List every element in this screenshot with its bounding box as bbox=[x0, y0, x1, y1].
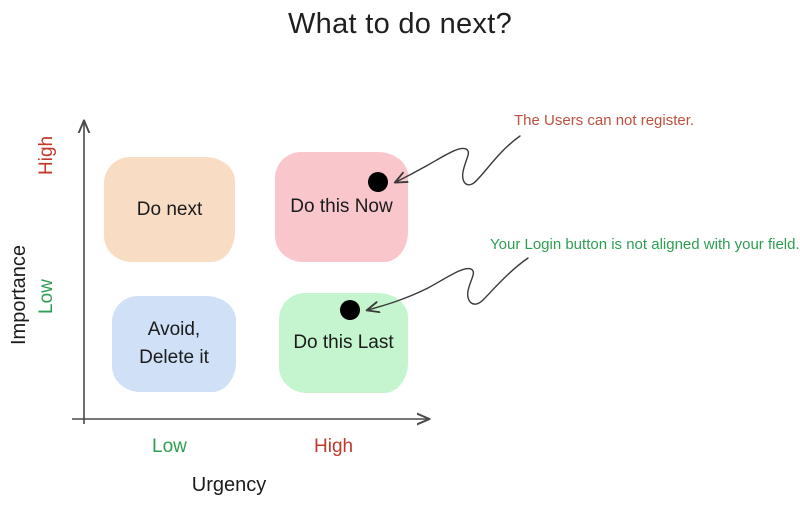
quadrant-label-avoid-delete-it: Avoid, Delete it bbox=[139, 319, 209, 368]
quadrant-label-do-next: Do next bbox=[136, 198, 203, 220]
y-axis-title: Importance bbox=[8, 244, 30, 345]
x-axis-tick-high: High bbox=[314, 436, 354, 457]
quadrant-label-do-this-now: Do this Now bbox=[290, 196, 393, 218]
y-axis-tick-high: High bbox=[36, 135, 57, 175]
quadrant-do-this-last[interactable]: Do this Last bbox=[279, 293, 408, 393]
annotation-arrow-register bbox=[396, 135, 521, 186]
quadrant-label-do-this-last: Do this Last bbox=[293, 332, 394, 354]
page-title: What to do next? bbox=[287, 8, 513, 40]
quadrant-avoid-delete-it[interactable]: Avoid, Delete it bbox=[112, 296, 236, 392]
annotation-users-cannot-register: The Users can not register. bbox=[514, 112, 695, 129]
x-axis-title: Urgency bbox=[191, 474, 267, 496]
y-axis-tick-low: Low bbox=[36, 279, 57, 314]
quadrant-do-next[interactable]: Do next bbox=[104, 157, 235, 262]
quadrant-do-this-now[interactable]: Do this Now bbox=[275, 152, 408, 262]
annotation-login-button-not-aligned: Your Login button is not aligned with yo… bbox=[490, 236, 800, 253]
x-axis-tick-low: Low bbox=[152, 436, 187, 457]
